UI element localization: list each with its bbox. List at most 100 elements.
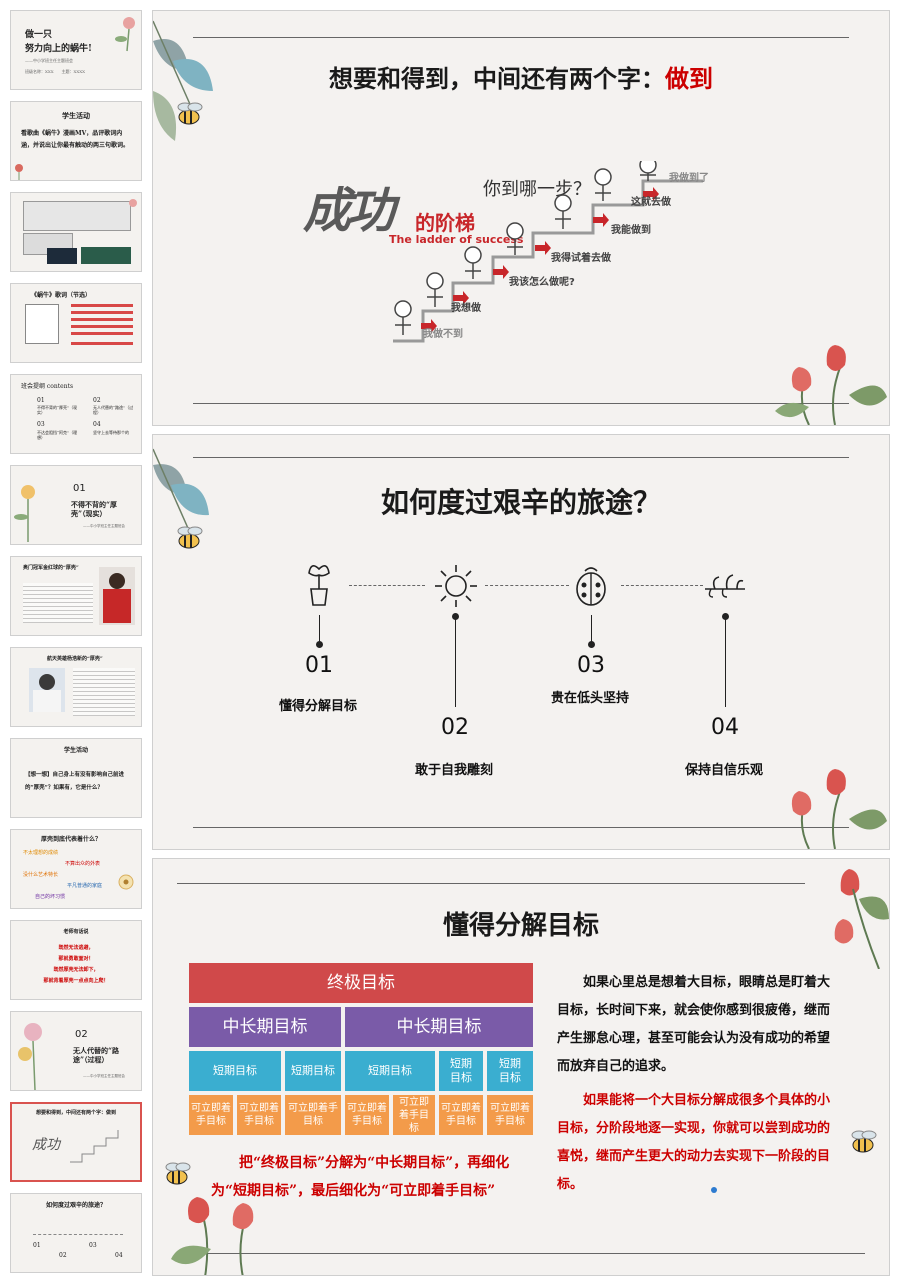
- goal-medium-long: 中长期目标: [345, 1007, 533, 1047]
- ladder-subtitle-en: The ladder of success: [389, 233, 524, 246]
- step-label: 保持自信乐观: [684, 763, 763, 778]
- goal-short: 短期目标: [189, 1051, 281, 1091]
- thumb-number: 01: [73, 483, 86, 494]
- athlete-photo: [99, 567, 135, 625]
- thumb-body: 【想一想】自己身上有没有影响自己前进的“厚壳”？如果有，它是什么？: [25, 772, 125, 791]
- thumb-title: 努力向上的蜗牛!: [25, 44, 92, 54]
- step-2: 02: [415, 715, 495, 740]
- connector-line: [621, 585, 703, 586]
- divider-line: [193, 37, 849, 38]
- title-highlight: 做到: [665, 64, 713, 93]
- divider-line: [193, 1253, 865, 1254]
- bullet-dot: [711, 1187, 717, 1193]
- goal-immediate: 可立即着手目标: [285, 1095, 341, 1135]
- slide-thumbnail-13[interactable]: 想要和得到，中间还有两个字：做到 成功: [10, 1102, 142, 1182]
- slide-thumbnail-9[interactable]: 学生活动 【想一想】自己身上有没有影响自己前进的“厚壳”？如果有，它是什么？: [10, 738, 142, 818]
- slide-thumbnail-2[interactable]: 学生活动 看歌曲《蜗牛》漫画MV，品评歌词内涵，并说出让你最有触动的两三句歌词。: [10, 101, 142, 181]
- slide-thumbnail-panel: 做一只 努力向上的蜗牛! ——中小学班主任主题班会 班级名称：XXX 主题：XX…: [0, 0, 148, 1286]
- slide-thumbnail-5[interactable]: 班会提纲 contents 01 不得不背的“厚壳”（现实） 02 无人代替的“…: [10, 374, 142, 454]
- body-paragraph: 如果心里总是想着大目标，眼睛总是盯着大目标，长时间下来，就会使你感到很疲倦，继而…: [557, 975, 831, 1074]
- leaf-decoration-icon: [153, 448, 209, 536]
- slide-title: 如何度过艰辛的旅途？: [380, 486, 661, 519]
- goal-short: 短期目标: [285, 1051, 341, 1091]
- slide-thumbnail-14[interactable]: 如何度过艰辛的旅途？ 01 02 03 04: [10, 1193, 142, 1273]
- ladder-of-success-image: 成功 的阶梯 The ladder of success 你到哪一步？: [303, 161, 743, 351]
- step-label: 懂得分解目标: [278, 699, 357, 714]
- snail-sketch-image: [25, 304, 59, 344]
- bee-icon: [851, 1130, 877, 1153]
- flower-decoration-icon: [118, 874, 134, 890]
- slide-thumbnail-8[interactable]: 航天英雄杨浩新的“厚壳”: [10, 647, 142, 727]
- flower-decoration-icon: [15, 164, 23, 180]
- astronaut-photo: [29, 668, 65, 712]
- ladder-step: 我做不到: [423, 329, 463, 340]
- thumb-meta: 班级名称：XXX 主题：XXXX: [25, 69, 85, 74]
- goal-immediate: 可立即着手目标: [393, 1095, 435, 1135]
- goal-short: 短期目标: [439, 1051, 483, 1091]
- divider-line: [193, 827, 849, 828]
- divider-line: [193, 403, 849, 404]
- leaf-decoration-icon: [153, 20, 213, 141]
- video-image: [47, 248, 77, 264]
- thumb-title: 无人代替的“路途”（过程）: [73, 1046, 120, 1065]
- connector-line: [485, 585, 569, 586]
- ladder-thumb-image: 成功: [28, 1126, 128, 1166]
- ladder-big-title: 成功: [303, 183, 395, 239]
- thumb-title: 想要和得到，中间还有两个字：做到: [35, 1110, 116, 1116]
- slide-thumbnail-1[interactable]: 做一只 努力向上的蜗牛! ——中小学班主任主题班会 班级名称：XXX 主题：XX…: [10, 10, 142, 90]
- goal-immediate: 可立即着手目标: [439, 1095, 483, 1135]
- slide-thumbnail-6[interactable]: 01 不得不背的“厚壳”（现实） ——中小学班主任主题班会: [10, 465, 142, 545]
- pyramid-caption: 把“终极目标”分解为“中长期目标”，再细化为“短期目标”，最后细化为“可立即着手…: [211, 1155, 510, 1199]
- sun-icon: [435, 565, 477, 607]
- goal-short: 短期目标: [345, 1051, 435, 1091]
- divider-line: [193, 457, 849, 458]
- goal-ultimate: 终极目标: [189, 963, 533, 1003]
- thumb-title: 如何度过艰辛的旅途？: [45, 1202, 106, 1209]
- slide-thumbnail-4[interactable]: 《蜗牛》歌词（节选）: [10, 283, 142, 363]
- step-number: 04: [711, 715, 739, 740]
- thumb-subtitle: ——中小学班主任主题班会: [25, 58, 73, 63]
- ladder-step: 这就去做: [631, 197, 671, 208]
- divider-line: [177, 883, 805, 884]
- ladder-subtitle-cn: 的阶梯: [415, 211, 475, 235]
- slide-thumbnail-11[interactable]: 老师有话说 既然无法逃避， 那就勇敢面对！ 既然厚壳无法卸下， 那就背着厚壳一点…: [10, 920, 142, 1000]
- step-4: 04: [685, 715, 765, 740]
- slide-2: 如何度过艰辛的旅途？ 01 懂得分解目标 02 敢于自我雕刻 03: [152, 434, 890, 850]
- ladder-step: 我想做: [451, 303, 481, 314]
- body-paragraph-highlight: 如果能将一个大目标分解成很多个具体的小目标，分阶段地逐一实现，你就可以尝到成功的…: [557, 1093, 831, 1192]
- video-image: [81, 247, 131, 264]
- ladder-step: 我得试着去做: [551, 253, 611, 264]
- slide-3: 懂得分解目标 终极目标 中长期目标 中长期目标 短期目标 短期目标 短期目标 短…: [152, 858, 890, 1276]
- bee-icon: [165, 1162, 191, 1185]
- slide-title: 懂得分解目标: [442, 911, 599, 941]
- thumb-title: 不得不背的“厚壳”（现实）: [71, 500, 118, 519]
- step-number: 03: [577, 653, 605, 678]
- ladybug-icon: [576, 567, 606, 606]
- thumb-title: 厚壳到底代表着什么？: [41, 836, 102, 843]
- thumb-body: 看歌曲《蜗牛》漫画MV，品评歌词内涵，并说出让你最有触动的两三句歌词。: [21, 130, 130, 149]
- goal-medium-long: 中长期目标: [189, 1007, 341, 1047]
- comic-image: [23, 201, 131, 231]
- ladder-step: 我能做到: [611, 225, 651, 236]
- goal-short: 短期目标: [487, 1051, 533, 1091]
- flower-decoration-icon: [115, 17, 135, 52]
- ladder-step: 我做到了: [669, 173, 709, 184]
- thumb-title: 班会提纲 contents: [21, 383, 74, 390]
- slide-title: 想要和得到，中间还有两个字：做到: [153, 59, 889, 94]
- thumb-title: 老师有话说: [63, 929, 89, 935]
- slide-thumbnail-3[interactable]: [10, 192, 142, 272]
- slide-thumbnail-7[interactable]: 奥门冠军金红球的“厚壳”: [10, 556, 142, 636]
- thumb-title: 奥门冠军金红球的“厚壳”: [23, 565, 79, 571]
- bee-icon: [177, 526, 203, 549]
- step-number: 02: [441, 715, 469, 740]
- title-text: 想要和得到，中间还有两个字：: [329, 64, 665, 93]
- slide-thumbnail-10[interactable]: 厚壳到底代表着什么？ 不太理想的成绩 不算出众的外表 没什么艺术特长 平凡普通的…: [10, 829, 142, 909]
- tulip-decoration-icon: [834, 869, 889, 969]
- goal-immediate: 可立即着手目标: [189, 1095, 233, 1135]
- goal-immediate: 可立即着手目标: [237, 1095, 281, 1135]
- thumb-title: 学生活动: [62, 111, 90, 120]
- connector-line: [349, 585, 425, 586]
- slide-thumbnail-12[interactable]: 02 无人代替的“路途”（过程） ——中小学班主任主题班会: [10, 1011, 142, 1091]
- thumb-number: 02: [75, 1029, 88, 1040]
- tulip-decoration-icon: [171, 1197, 254, 1275]
